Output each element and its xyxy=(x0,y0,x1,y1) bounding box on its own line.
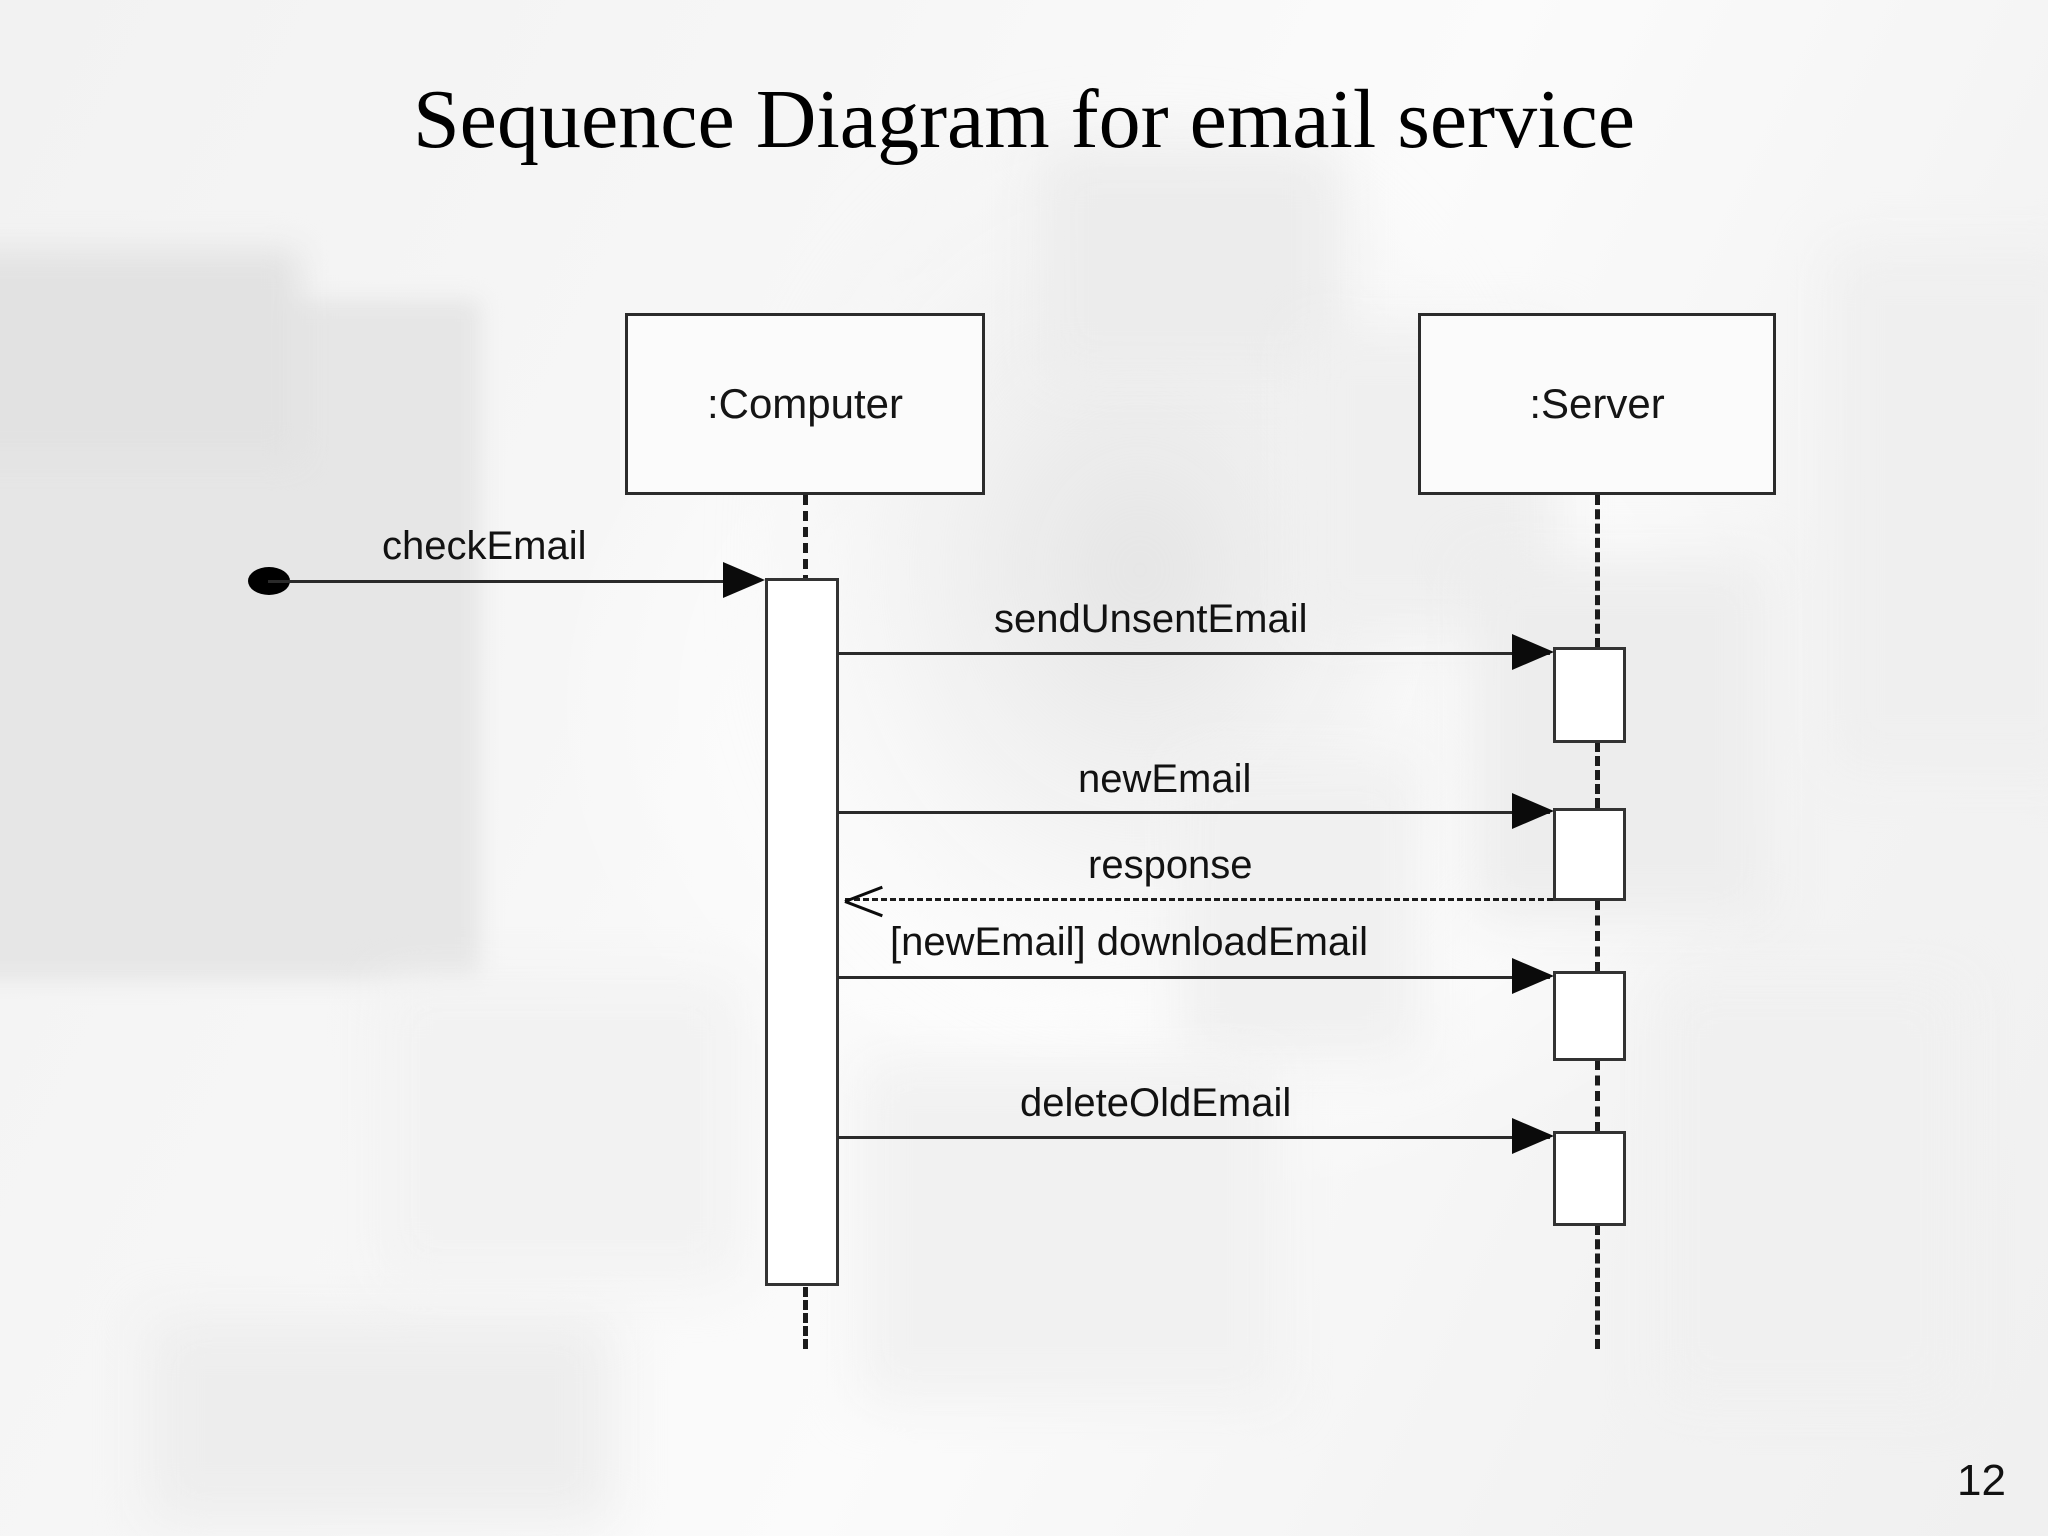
slide-page-number: 12 xyxy=(1957,1456,2006,1505)
arrow-head-delete-old-email-icon xyxy=(1512,1118,1554,1154)
lifeline-server-seg-1 xyxy=(1595,495,1600,648)
message-line-check-email[interactable] xyxy=(268,580,758,583)
message-label-send-unsent-email: sendUnsentEmail xyxy=(994,597,1308,641)
message-label-response: response xyxy=(1088,843,1253,887)
lifeline-server-seg-5 xyxy=(1595,1225,1600,1349)
lifeline-server-seg-2 xyxy=(1595,742,1600,808)
activation-bar-server-2 xyxy=(1553,808,1626,901)
activation-bar-computer xyxy=(765,578,839,1286)
lifeline-server-seg-4 xyxy=(1595,1060,1600,1132)
message-line-send-unsent-email[interactable] xyxy=(838,652,1550,655)
message-line-delete-old-email[interactable] xyxy=(838,1136,1550,1139)
arrow-head-new-email-icon xyxy=(1512,793,1554,829)
participant-label-computer: :Computer xyxy=(706,380,904,427)
activation-bar-server-3 xyxy=(1553,971,1626,1061)
arrow-head-download-email-icon xyxy=(1512,958,1554,994)
message-line-response[interactable] xyxy=(845,898,1553,901)
arrow-head-send-unsent-email-icon xyxy=(1512,634,1554,670)
activation-bar-server-1 xyxy=(1553,647,1626,743)
message-label-check-email: checkEmail xyxy=(382,524,587,568)
page-title: Sequence Diagram for email service xyxy=(412,73,1636,166)
message-line-download-email[interactable] xyxy=(838,976,1550,979)
message-label-download-email: [newEmail] downloadEmail xyxy=(890,920,1369,964)
lifeline-computer-lower xyxy=(803,1287,808,1349)
participant-box-computer[interactable]: :Computer xyxy=(625,313,985,495)
participant-box-server[interactable]: :Server xyxy=(1418,313,1776,495)
lifeline-computer-upper xyxy=(803,495,808,585)
message-label-new-email: newEmail xyxy=(1078,757,1252,801)
message-line-new-email[interactable] xyxy=(838,811,1550,814)
activation-bar-server-4 xyxy=(1553,1131,1626,1226)
participant-label-server: :Server xyxy=(1529,380,1665,427)
message-label-delete-old-email: deleteOldEmail xyxy=(1020,1081,1292,1125)
lifeline-server-seg-3 xyxy=(1595,900,1600,972)
arrow-head-check-email-icon xyxy=(723,562,765,598)
